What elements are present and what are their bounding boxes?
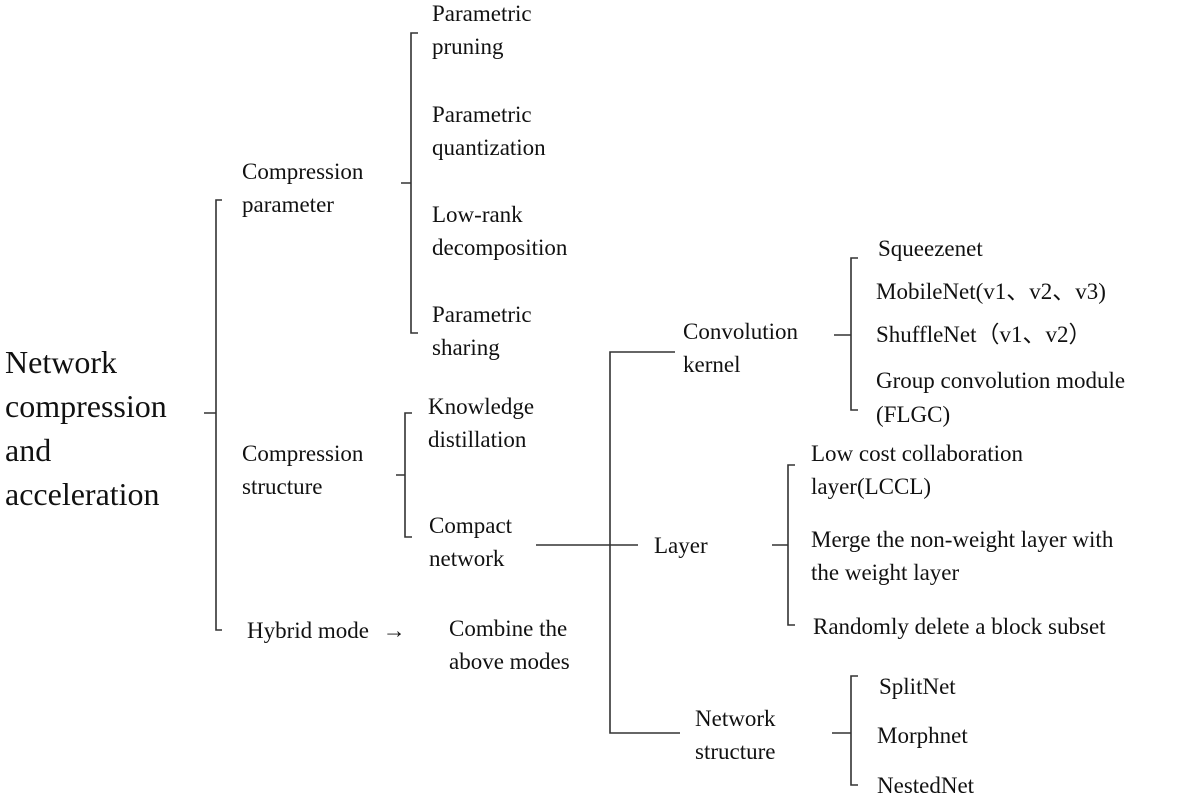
node-line: structure [695,739,776,764]
morphnet-leaf: Morphnet [877,719,968,752]
node-line: Knowledge [428,394,535,419]
node-line: Convolution [683,319,799,344]
node-line: Layer [654,533,708,558]
leaf-line: ShuffleNet（v1、v2） [876,322,1092,347]
node-line: kernel [683,352,741,377]
node-line: decomposition [432,235,568,260]
node-line: Network [695,706,776,731]
merge-layer-leaf: Merge the non-weight layer with the weig… [811,523,1113,589]
mobilenet-leaf: MobileNet(v1、v2、v3) [876,275,1106,308]
node-line: Hybrid mode [247,618,370,643]
leaf-line: Group convolution module [876,368,1126,393]
node-line: Compression [242,441,364,466]
node-line: quantization [432,135,546,160]
leaf-line: the weight layer [811,560,960,585]
compression-structure-node: Compression structure [242,437,363,503]
root-line: compression [5,388,167,424]
network-structure-node: Network structure [695,702,775,768]
lccl-leaf: Low cost collaboration layer(LCCL) [811,437,1023,503]
leaf-line: Squeezenet [878,236,983,261]
node-line: pruning [432,34,504,59]
leaf-line: MobileNet(v1、v2、v3) [876,279,1106,304]
splitnet-leaf: SplitNet [879,670,956,703]
shufflenet-leaf: ShuffleNet（v1、v2） [876,318,1092,351]
squeezenet-leaf: Squeezenet [878,232,983,265]
root-node: Network compression and acceleration [5,340,167,516]
parametric-pruning-node: Parametric pruning [432,0,532,63]
low-rank-decomposition-node: Low-rank decomposition [432,198,567,264]
nestednet-leaf: NestedNet [877,769,974,801]
node-line: Low-rank [432,202,523,227]
hybrid-mode-node: Hybrid mode → [247,614,406,647]
node-line: distillation [428,427,527,452]
node-line: Parametric [432,1,532,26]
convolution-kernel-node: Convolution kernel [683,315,798,381]
flgc-leaf: Group convolution module (FLGC) [876,364,1125,432]
leaf-line: Morphnet [877,723,968,748]
network-structure-bracket [832,675,858,786]
leaf-line: NestedNet [877,773,975,798]
arrow-icon: → [382,618,406,643]
parametric-sharing-node: Parametric sharing [432,298,532,364]
combine-modes-node: Combine the above modes [449,612,570,678]
leaf-line: Randomly delete a block subset [813,614,1106,639]
compression-parameter-node: Compression parameter [242,155,363,221]
root-bracket [204,199,222,631]
node-line: Parametric [432,302,532,327]
parametric-quantization-node: Parametric quantization [432,98,546,164]
node-line: Combine the [449,616,568,641]
compact-network-node: Compact network [429,509,512,575]
root-line: and [5,432,52,468]
node-line: sharing [432,335,500,360]
leaf-line: Merge the non-weight layer with [811,527,1114,552]
parameter-bracket [401,32,418,334]
leaf-line: Low cost collaboration [811,441,1024,466]
node-line: parameter [242,192,334,217]
node-line: structure [242,474,323,499]
structure-bracket [396,412,412,538]
leaf-line: (FLGC) [876,402,951,427]
leaf-line: SplitNet [879,674,956,699]
node-line: network [429,546,505,571]
leaf-line: layer(LCCL) [811,474,932,499]
knowledge-distillation-node: Knowledge distillation [428,390,534,456]
node-line: Parametric [432,102,532,127]
kernel-bracket [834,257,858,411]
root-line: acceleration [5,476,160,512]
node-line: Compact [429,513,513,538]
root-line: Network [5,344,117,380]
random-delete-leaf: Randomly delete a block subset [813,610,1106,643]
layer-node: Layer [654,529,708,562]
node-line: Compression [242,159,364,184]
node-line: above modes [449,649,570,674]
compact-network-connector [536,351,680,734]
layer-bracket [772,464,795,626]
